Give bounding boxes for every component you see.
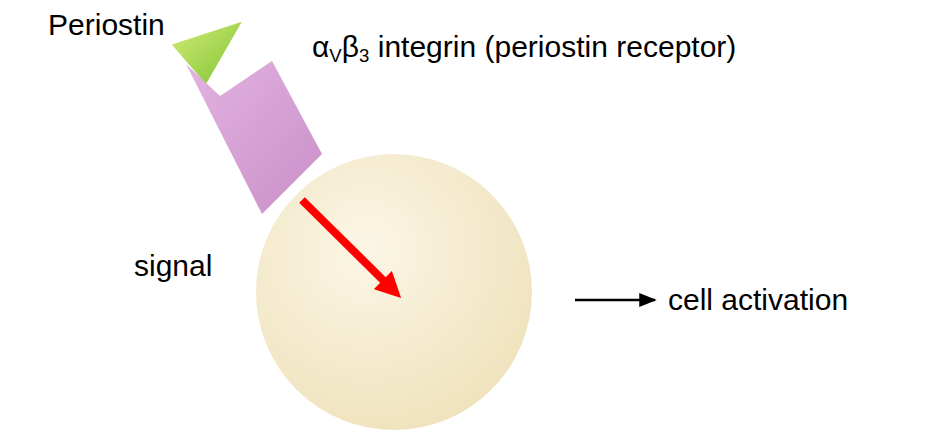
periostin-triangle — [170, 20, 244, 86]
signal-arrow — [302, 200, 392, 289]
periostin-ligand: Periostin — [40, 6, 255, 86]
node-label: Periostin — [48, 8, 165, 43]
cell-circle: signal — [255, 153, 533, 431]
node-label: signal — [134, 249, 212, 284]
integrin-receptor: αVβ3 integrin (periostin receptor) — [180, 24, 940, 216]
result-arrow — [575, 299, 655, 302]
result-label: cell activation — [668, 283, 848, 318]
node-label: αVβ3 integrin (periostin receptor) — [312, 30, 736, 65]
cell-body — [256, 154, 532, 430]
cell-circle-outline — [255, 153, 533, 431]
